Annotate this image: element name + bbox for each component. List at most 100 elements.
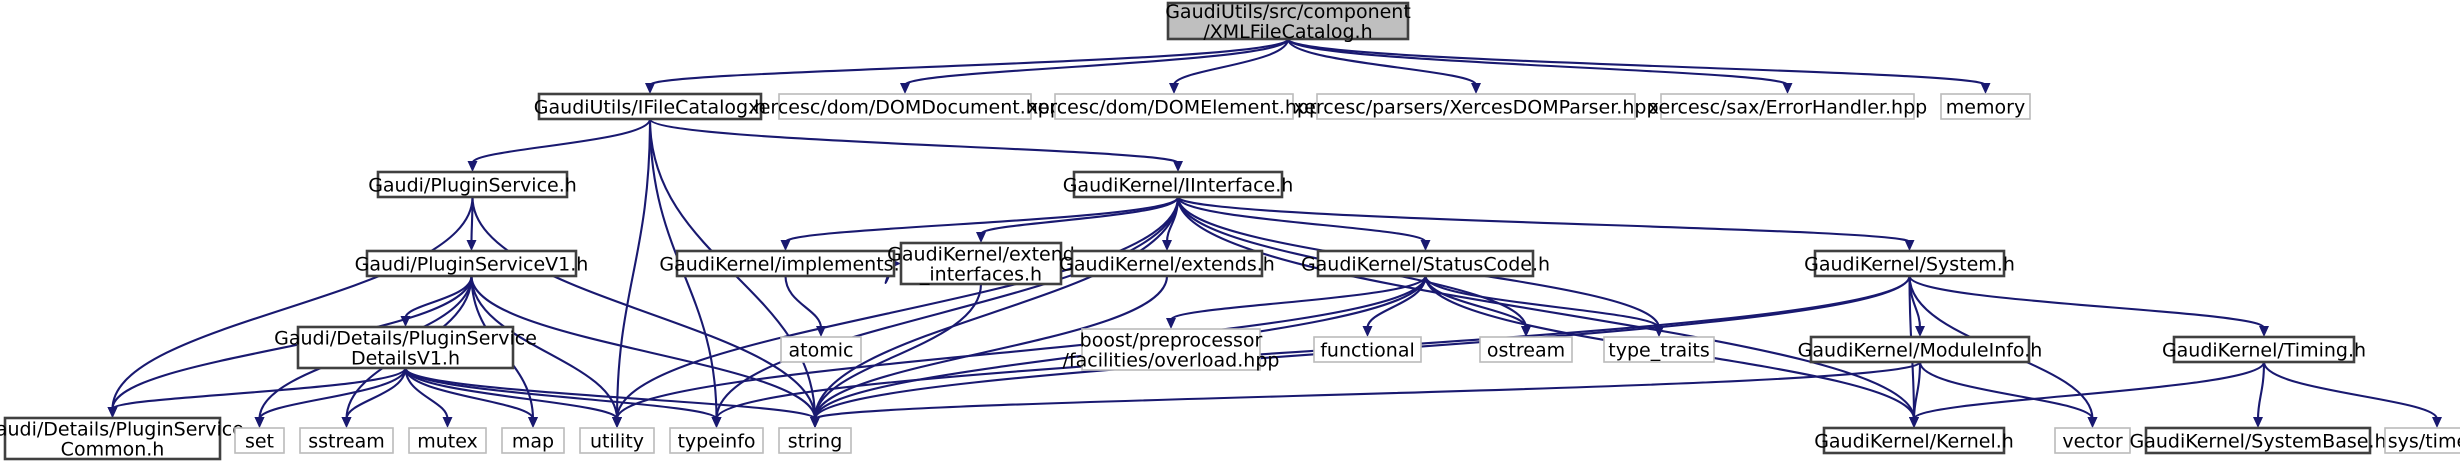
- node-set[interactable]: set: [234, 427, 285, 454]
- edge-timing-to-systembase: [2256, 361, 2266, 420]
- node-box[interactable]: [778, 427, 852, 454]
- node-boost-preprocessor-facilities-overload-hpp[interactable]: boost/preprocessor/facilities/overload.h…: [1063, 328, 1280, 371]
- node-utility[interactable]: utility: [579, 427, 655, 454]
- arrowhead-xmlfilecatalog-to-ifilecatalog: [645, 83, 655, 94]
- node-box[interactable]: [2054, 427, 2131, 454]
- node-box[interactable]: [1809, 335, 2031, 364]
- edge-pluginservicedetailsv1-to-mutex: [404, 367, 449, 420]
- node-box[interactable]: [579, 427, 655, 454]
- node-box[interactable]: [3, 416, 222, 461]
- node-box[interactable]: [1072, 170, 1284, 199]
- node-vector[interactable]: vector: [2054, 427, 2131, 454]
- node-box[interactable]: [1081, 328, 1261, 371]
- node-xercesc-dom-domelement-hpp[interactable]: xercesc/dom/DOMElement.hpp: [1027, 93, 1321, 120]
- node-gaudikernel-implements-h[interactable]: GaudiKernel/implements.h: [659, 249, 912, 278]
- node-gaudiutils-src-component-xmlfilecatalog-h[interactable]: GaudiUtils/src/component/XMLFileCatalog.…: [1165, 1, 1411, 43]
- node-box[interactable]: [780, 336, 862, 363]
- node-box[interactable]: [1479, 336, 1573, 363]
- edge-pluginservicev1-to-string: [470, 275, 817, 420]
- arrowhead-timing-to-systime: [2432, 417, 2442, 428]
- node-box[interactable]: [1940, 93, 2031, 120]
- node-xercesc-parsers-xercesdomparser-hpp[interactable]: xercesc/parsers/XercesDOMParser.hpp: [1293, 93, 1659, 120]
- node-box[interactable]: [299, 427, 394, 454]
- node-box[interactable]: [365, 249, 578, 278]
- edge-iinterface-to-string: [813, 196, 1180, 420]
- node-box[interactable]: [537, 92, 763, 121]
- node-gaudikernel-system-h[interactable]: GaudiKernel/System.h: [1804, 249, 2015, 278]
- arrowhead-ifilecatalog-to-pluginservice: [467, 161, 478, 172]
- arrowhead-pluginservicedetailsv1-to-pluginservicecommon: [107, 407, 118, 418]
- arrowhead-xmlfilecatalog-to-xercesdomparser: [1471, 83, 1481, 94]
- node-box[interactable]: [1813, 249, 2006, 278]
- node-functional[interactable]: functional: [1313, 336, 1422, 363]
- node-box[interactable]: [2144, 426, 2372, 455]
- node-gaudikernel-iinterface-h[interactable]: GaudiKernel/IInterface.h: [1063, 170, 1294, 199]
- node-box[interactable]: [675, 249, 896, 278]
- arrowhead-system-to-timing: [2259, 326, 2269, 337]
- arrowhead-iinterface-to-statuscode: [1420, 240, 1431, 251]
- node-gaudikernel-kernel-h[interactable]: GaudiKernel/Kernel.h: [1814, 426, 2014, 455]
- arrowhead-pluginservicedetailsv1-to-set: [254, 417, 265, 428]
- node-box[interactable]: [1313, 336, 1422, 363]
- node-box[interactable]: [778, 93, 1032, 120]
- arrowhead-implements-to-atomic: [816, 326, 826, 337]
- arrowhead-xmlfilecatalog-to-domdocument: [900, 83, 910, 94]
- node-box[interactable]: [1316, 93, 1636, 120]
- node-box[interactable]: [234, 427, 285, 454]
- node-box[interactable]: [501, 427, 565, 454]
- arrowhead-system-to-typeinfo: [711, 417, 722, 428]
- node-gaudiutils-ifilecatalog-h[interactable]: GaudiUtils/IFileCatalog.h: [534, 92, 766, 121]
- node-box[interactable]: [2384, 427, 2460, 454]
- node-gaudi-pluginservicev1-h[interactable]: Gaudi/PluginServiceV1.h: [355, 249, 589, 278]
- arrowhead-xmlfilecatalog-to-memory: [1980, 83, 1991, 94]
- node-box[interactable]: [899, 241, 1063, 286]
- node-ostream[interactable]: ostream: [1479, 336, 1573, 363]
- node-xercesc-sax-errorhandler-hpp[interactable]: xercesc/sax/ErrorHandler.hpp: [1648, 93, 1927, 120]
- node-box[interactable]: [2172, 335, 2356, 364]
- node-box[interactable]: [1054, 93, 1294, 120]
- node-gaudi-pluginservice-h[interactable]: Gaudi/PluginService.h: [368, 170, 577, 199]
- node-gaudikernel-extends-h[interactable]: GaudiKernel/extends.h: [1059, 249, 1275, 278]
- node-box[interactable]: [1316, 249, 1535, 278]
- node-type-traits[interactable]: type_traits: [1603, 336, 1715, 363]
- node-gaudikernel-statuscode-h[interactable]: GaudiKernel/StatusCode.h: [1301, 249, 1550, 278]
- arrowhead-pluginservicedetailsv1-to-mutex: [442, 417, 453, 428]
- node-gaudikernel-extend-interfaces-h[interactable]: GaudiKernel/extend_interfaces.h: [887, 241, 1075, 286]
- node-gaudikernel-moduleinfo-h[interactable]: GaudiKernel/ModuleInfo.h: [1798, 335, 2043, 364]
- node-gaudikernel-timing-h[interactable]: GaudiKernel/Timing.h: [2162, 335, 2366, 364]
- edge-pluginservicev1-to-pluginservicedetailsv1: [404, 275, 473, 319]
- node-box[interactable]: [1166, 1, 1410, 41]
- node-memory[interactable]: memory: [1940, 93, 2031, 120]
- node-typeinfo[interactable]: typeinfo: [669, 427, 764, 454]
- node-sstream[interactable]: sstream: [299, 427, 394, 454]
- node-xercesc-dom-domdocument-hpp[interactable]: xercesc/dom/DOMDocument.hpp: [748, 93, 1062, 120]
- node-box[interactable]: [408, 427, 487, 454]
- arrowhead-xmlfilecatalog-to-errorhandler: [1782, 83, 1793, 94]
- edge-pluginservicedetailsv1-to-pluginservicecommon: [111, 367, 407, 411]
- node-box[interactable]: [296, 325, 515, 370]
- node-box[interactable]: [376, 170, 569, 199]
- edge-iinterface-to-typeinfo: [715, 196, 1180, 420]
- node-box[interactable]: [669, 427, 764, 454]
- node-box[interactable]: [1660, 93, 1915, 120]
- arrowhead-iinterface-to-implements: [780, 240, 791, 251]
- node-gaudikernel-systembase-h[interactable]: GaudiKernel/SystemBase.h: [2129, 426, 2387, 455]
- edge-layer: [107, 38, 2442, 428]
- node-mutex[interactable]: mutex: [408, 427, 487, 454]
- node-map[interactable]: map: [501, 427, 565, 454]
- node-box[interactable]: [1070, 249, 1264, 278]
- edge-timing-to-kernel: [1912, 361, 2266, 420]
- node-box[interactable]: [1822, 426, 2006, 455]
- node-atomic[interactable]: atomic: [780, 336, 862, 363]
- edge-pluginservicedetailsv1-to-sstream: [345, 367, 407, 420]
- node-sys-time-h[interactable]: sys/time.h: [2384, 427, 2460, 454]
- edge-ifilecatalog-to-iinterface: [648, 118, 1180, 165]
- node-box[interactable]: [1603, 336, 1715, 363]
- node-string[interactable]: string: [778, 427, 852, 454]
- edge-moduleinfo-to-string: [813, 361, 1922, 420]
- arrowhead-pluginservicedetailsv1-to-map: [528, 417, 538, 428]
